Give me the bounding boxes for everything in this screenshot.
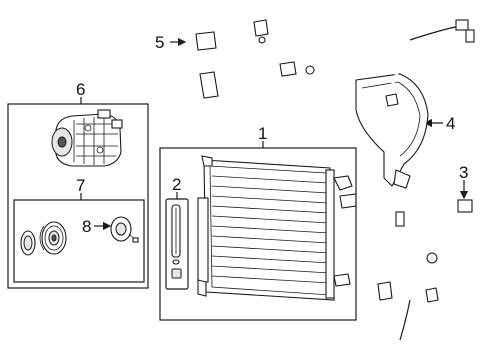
callout-7: 7 [76,176,85,195]
callout-2: 2 [172,175,181,194]
callout-6: 6 [76,80,85,99]
condenser-illustration [197,155,357,301]
callout-8: 8 [82,217,91,236]
suction-line-illustration [377,199,481,341]
clutch-box [13,199,145,283]
callout-1: 1 [258,124,267,143]
hose-assembly-illustration [185,19,329,99]
callout-4: 4 [446,114,455,133]
clutch-coil-illustration [110,216,139,243]
liquid-line-illustration [355,19,475,189]
callout-3: 3 [459,163,468,182]
receiver-drier-illustration [165,198,189,290]
compressor-illustration [51,109,123,167]
clutch-illustration [20,221,67,256]
callout-5: 5 [155,33,164,52]
condenser-box [159,147,357,321]
compressor-box [7,103,149,289]
